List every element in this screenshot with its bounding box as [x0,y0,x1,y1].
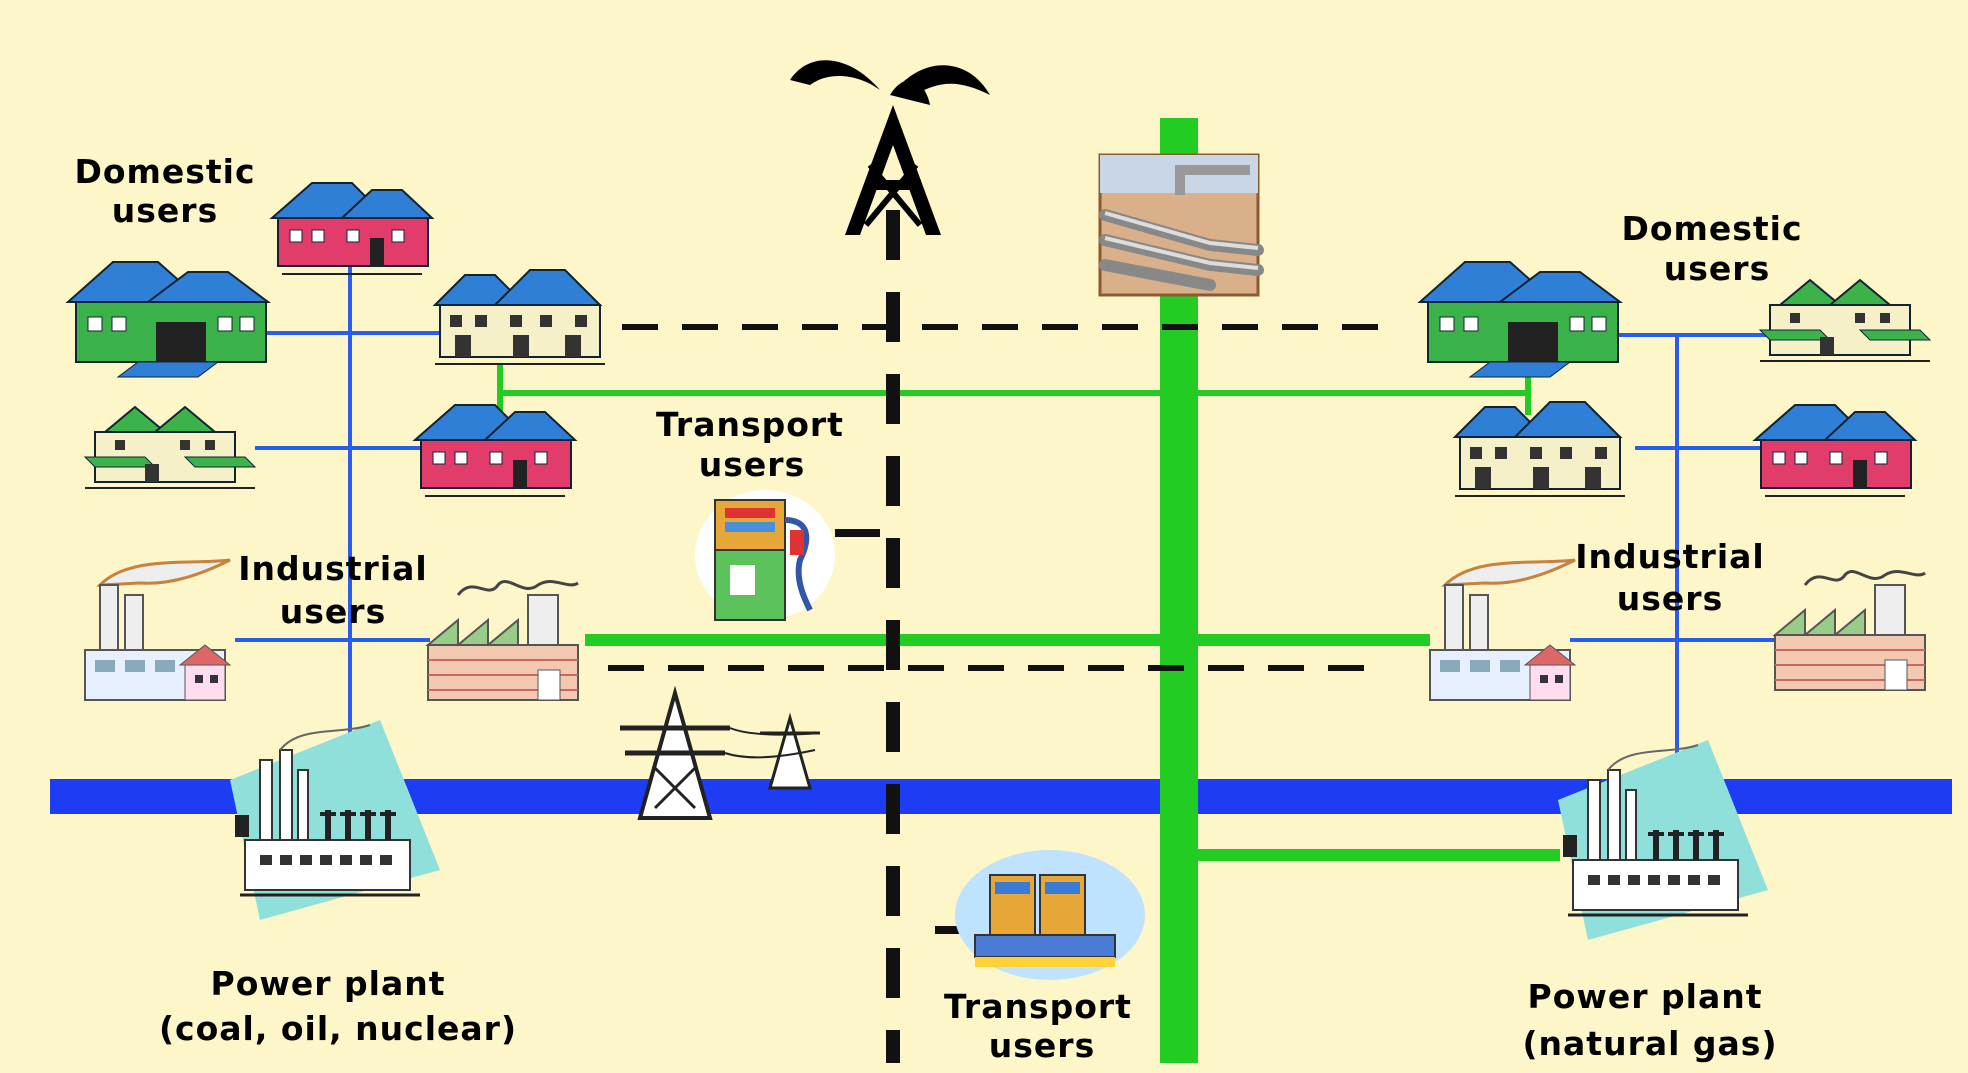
industrial-users-label-right: Industrial [1575,537,1764,576]
power-plant-label-left-2: (coal, oil, nuclear) [159,1009,517,1048]
gas-distribution-lines [497,365,1560,861]
domestic-users-label-right-2: users [1664,249,1770,288]
industrial-users-label-right-2: users [1617,579,1723,618]
fuel-pump-icon [695,490,835,621]
power-pylon-icon [620,685,821,820]
transport-users-label-mid-2: users [699,445,805,484]
factory-icon [1773,569,1927,692]
pipeline-icon [1098,153,1264,297]
power-plant-label-right-2: (natural gas) [1522,1024,1777,1063]
domestic-users-label-left: Domestic [74,152,255,191]
domestic-users-label-right: Domestic [1621,209,1802,248]
house-icon [414,404,576,497]
fuel-pump-icon [955,850,1145,980]
house-icon [1759,279,1931,362]
left-electricity-distribution [235,255,440,740]
right-electricity-distribution [1570,333,1790,760]
factory-icon [426,579,580,702]
oil-lines [608,210,1385,1063]
factory-icon [1428,558,1577,702]
power-plant-icon [228,718,442,922]
house-icon [271,182,433,275]
power-plant-label-right: Power plant [1528,977,1763,1016]
power-plant-label-left: Power plant [211,964,446,1003]
domestic-users-label-left-2: users [112,191,218,230]
house-icon [1754,404,1916,497]
factory-icon [83,558,232,702]
transport-users-label-bottom: Transport [944,987,1132,1026]
house-icon [84,406,256,489]
power-plant-icon [1556,738,1770,942]
transport-users-label-mid: Transport [656,405,844,444]
oil-derrick-icon [790,60,990,235]
house-icon [1419,261,1621,378]
house-icon [434,269,606,365]
industrial-users-label-left: Industrial [238,549,427,588]
house-icon [67,261,269,378]
house-icon [1454,401,1626,497]
transport-users-label-bottom-2: users [989,1026,1095,1065]
industrial-users-label-left-2: users [280,592,386,631]
